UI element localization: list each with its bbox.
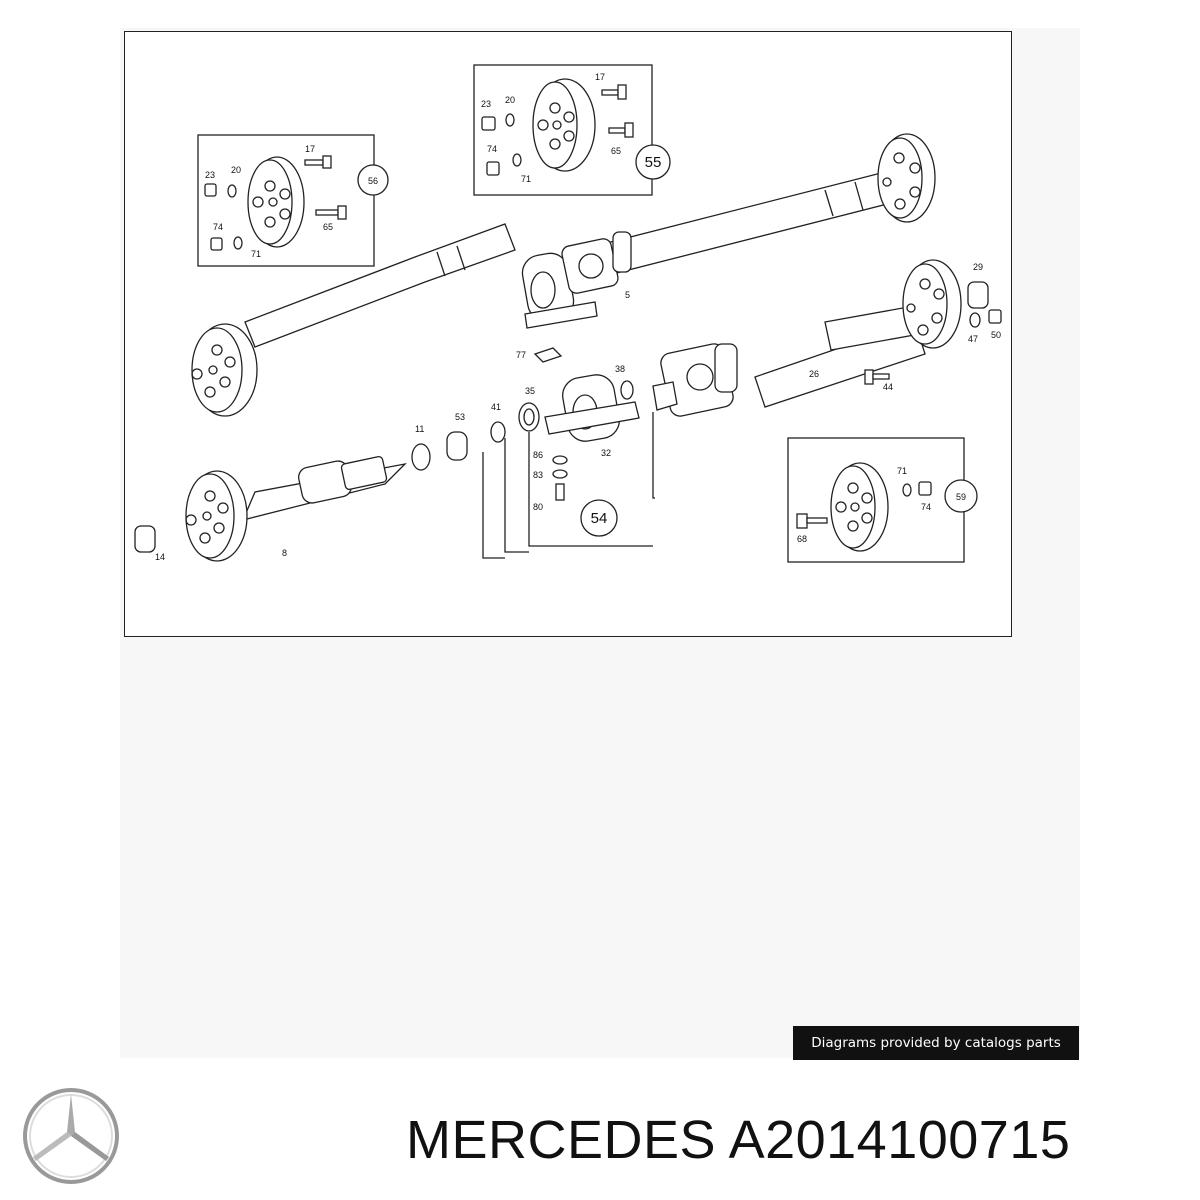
kit-label-56: 56 [368,176,378,186]
label-74: 74 [487,144,497,154]
bolt-icon [601,84,634,138]
kit-label-54: 54 [591,510,608,527]
label-35: 35 [525,386,535,396]
label-8: 8 [282,548,287,558]
lower-propeller-shaft: 29 47 50 26 44 [652,259,1002,417]
label-50: 50 [991,330,1001,340]
spacer-sleeve-icon [967,281,989,309]
label-71: 71 [251,249,261,259]
center-bearing-icon [544,374,640,442]
label-5: 5 [625,290,630,300]
label-20: 20 [505,95,515,105]
label-17: 17 [595,72,605,82]
washer-icon [552,455,568,501]
parts-diagram: 17 20 23 65 74 71 56 17 20 23 65 [124,31,1012,637]
flange-icon [902,259,962,349]
label-77: 77 [516,350,526,360]
bracket-icon [533,347,563,363]
nut-icon [481,113,522,176]
label-47: 47 [968,334,978,344]
label-65: 65 [611,146,621,156]
flange-icon [877,133,936,223]
center-bearing-icon [521,252,598,329]
flange-icon [191,323,258,417]
label-11: 11 [415,424,424,434]
spacer-sleeve-icon [134,525,156,553]
label-53: 53 [455,412,465,422]
flex-disc-icon [532,78,596,172]
bolt-icon [796,513,828,529]
label-71: 71 [897,466,907,476]
upper-propeller-shaft: 5 [191,133,936,417]
nut-icon [969,309,1002,328]
label-71: 71 [521,174,531,184]
flange-icon [185,470,248,562]
label-80: 80 [533,502,543,512]
bearing-ring-icon [490,402,540,443]
flex-disc-icon [830,462,889,552]
label-44: 44 [883,382,893,392]
universal-joint-icon [652,343,738,417]
label-74: 74 [921,502,931,512]
label-14: 14 [155,552,165,562]
nut-icon [902,481,932,497]
flex-disc-icon [247,156,305,248]
kit-label-55: 55 [645,154,662,171]
label-17: 17 [305,144,315,154]
label-23: 23 [205,170,215,180]
label-23: 23 [481,99,491,109]
label-26: 26 [809,369,819,379]
label-65: 65 [323,222,333,232]
label-32: 32 [601,448,611,458]
splined-stub-icon [298,456,388,504]
nut-icon [204,183,243,251]
kit-box-55: 17 20 23 65 74 71 55 [473,64,671,196]
label-74: 74 [213,222,223,232]
diagram-credit: Diagrams provided by catalogs parts [793,1026,1079,1060]
label-38: 38 [615,364,625,374]
mercedes-star-icon [23,1088,119,1184]
nut-icon [411,431,468,471]
kit-label-59: 59 [956,492,966,502]
label-86: 86 [533,450,543,460]
bolt-icon [864,369,890,385]
universal-joint-icon [561,231,632,294]
label-68: 68 [797,534,807,544]
label-41: 41 [491,402,501,412]
kit-box-59: 71 74 68 59 [787,437,978,563]
label-29: 29 [973,262,983,272]
part-title: MERCEDES A2014100715 [406,1110,1071,1170]
bolt-icon [304,155,347,220]
kit-box-56: 17 20 23 65 74 71 56 [197,134,389,267]
label-20: 20 [231,165,241,175]
front-shaft-section: 8 14 11 53 41 35 38 77 32 86 83 80 54 [134,347,655,562]
label-83: 83 [533,470,543,480]
